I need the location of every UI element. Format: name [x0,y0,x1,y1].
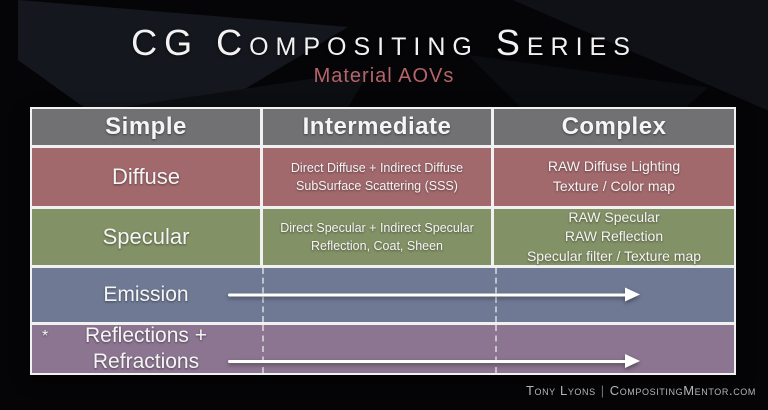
reflections-arrow [228,354,640,368]
cell-line: Specular filter / Texture map [526,247,702,264]
column-divider-dashed [262,325,264,373]
emission-row: Emission [32,268,734,322]
reflections-refractions-row: * Reflections + Refractions [32,323,734,373]
aov-table: Simple Intermediate Complex Diffuse Dire… [30,107,736,375]
column-divider-dashed [495,325,497,373]
footer-credit: Tony Lyons | CompositingMentor.com [526,383,756,398]
cell-line: RAW Reflection [564,228,664,245]
diffuse-label-cell: Diffuse [32,148,260,206]
cell-line: Direct Diffuse + Indirect Diffuse [290,160,464,175]
footer-separator: | [600,383,605,398]
header-cell-complex: Complex [494,109,734,145]
specular-intermediate-cell: Direct Specular + Indirect Specular Refl… [263,209,491,265]
emission-arrow [228,287,640,302]
diffuse-complex-cell: RAW Diffuse Lighting Texture / Color map [494,148,734,206]
page-title: CG Compositing Series [131,22,637,63]
footer-site: CompositingMentor.com [609,383,756,398]
cell-line: Texture / Color map [552,178,676,194]
emission-label: Emission [32,268,260,322]
row-label-line: Emission [103,282,189,306]
cell-line: RAW Specular [568,208,660,225]
reflections-refractions-label: Reflections + Refractions [32,323,260,373]
cell-line: RAW Diffuse Lighting [547,158,681,175]
footer-author: Tony Lyons [525,383,596,398]
asterisk-marker: * [42,328,49,345]
header-cell-simple: Simple [32,109,260,145]
cell-line: Direct Specular + Indirect Specular [280,220,474,235]
header-cell-intermediate: Intermediate [263,109,491,145]
cell-line: SubSurface Scattering (SSS) [296,179,458,193]
specular-complex-cell: RAW Specular RAW Reflection Specular fil… [494,209,734,265]
cell-line: Reflection, Coat, Sheen [310,239,444,253]
diffuse-intermediate-cell: Direct Diffuse + Indirect Diffuse SubSur… [263,148,491,206]
slide-header: CG Compositing Series Material AOVs [0,22,768,88]
row-label-line: Refractions [92,350,200,373]
row-label-line: Reflections + [85,323,207,347]
page-subtitle: Material AOVs [313,65,455,87]
specular-label-cell: Specular [32,209,260,265]
